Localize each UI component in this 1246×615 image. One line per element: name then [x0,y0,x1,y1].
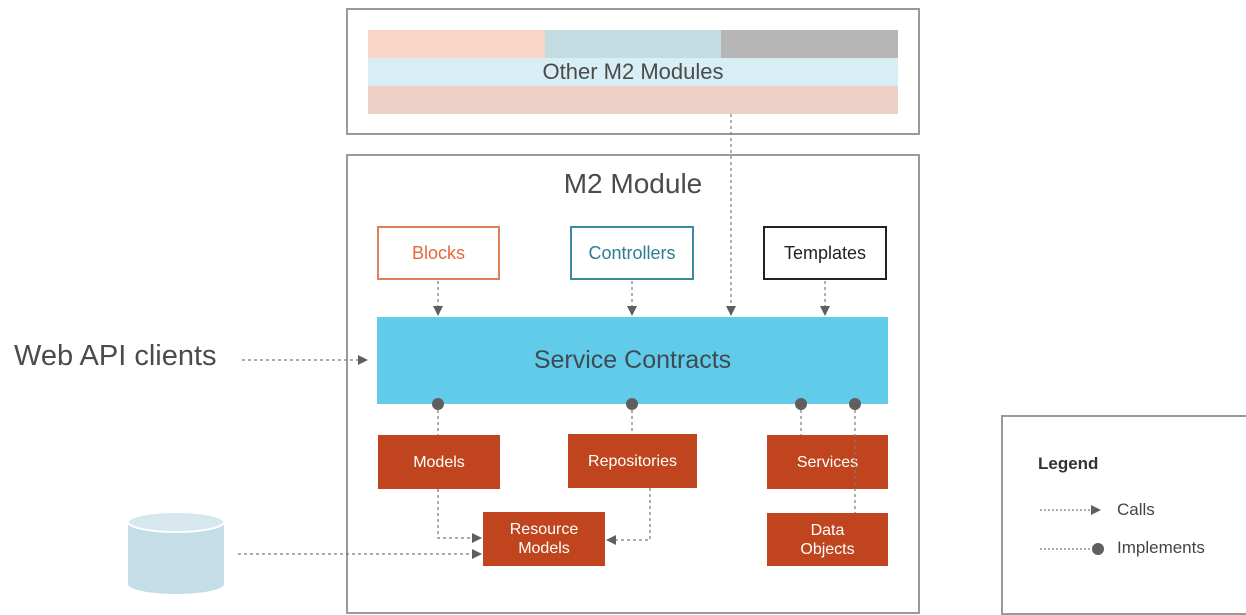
other-modules-stack: Other M2 Modules [368,30,899,114]
other-modules-bottom-band [368,86,898,114]
blocks-node: Blocks [377,226,500,280]
module-band-segment-2 [544,30,722,58]
other-modules-label: Other M2 Modules [368,58,898,86]
m2-module-title: M2 Module [563,168,703,199]
templates-node: Templates [763,226,887,280]
legend-box [1001,415,1246,615]
data-objects-node: Data Objects [767,513,888,566]
service-contracts-node: Service Contracts [377,317,888,404]
module-band-segment-3 [721,30,899,58]
database-icon [127,511,225,594]
legend-implements-label: Implements [1117,538,1205,557]
repositories-node: Repositories [568,434,697,488]
services-node: Services [767,435,888,489]
controllers-node: Controllers [570,226,694,280]
web-api-clients-label: Web API clients [14,340,217,372]
legend-title: Legend [1038,454,1099,473]
models-node: Models [378,435,500,489]
module-band-segment-1 [368,30,545,58]
legend-calls-label: Calls [1117,500,1155,519]
other-modules-top-band [368,30,899,58]
resource-models-node: Resource Models [483,512,605,566]
